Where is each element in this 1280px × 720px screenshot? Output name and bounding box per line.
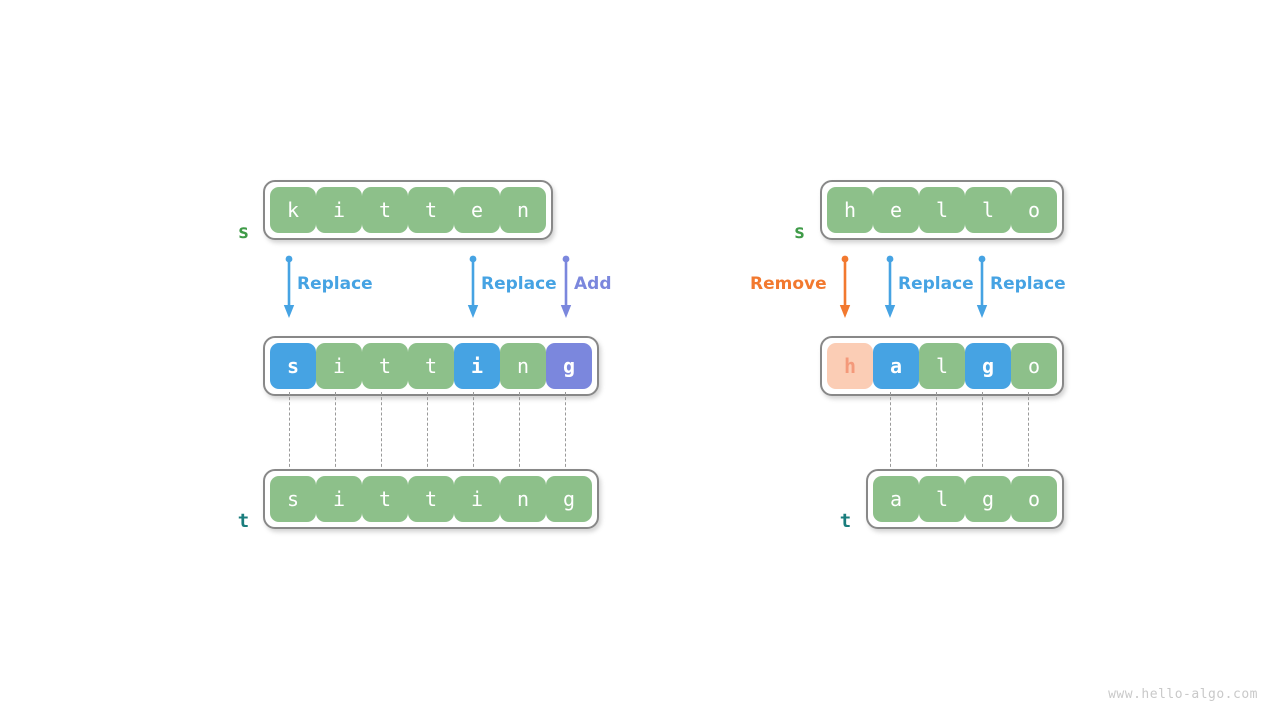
char-cell: k [270,187,316,233]
operation-arrow-replace-3 [884,255,896,319]
char-cell: n [500,476,546,522]
right-target-varname: t [839,510,852,532]
connector-line [890,392,891,472]
char-cell: e [454,187,500,233]
char-cell: o [1011,187,1057,233]
char-cell: o [1011,476,1057,522]
char-cell: i [316,476,362,522]
site-watermark: www.hello-algo.com [1108,687,1258,702]
operation-label-replace-2: Replace [481,274,557,294]
char-cell: i [316,343,362,389]
char-cell: i [454,343,500,389]
operation-arrow-replace-1 [283,255,295,319]
char-cell: s [270,343,316,389]
left-source-string: k i t t e n [263,180,553,240]
char-cell: t [362,343,408,389]
operation-label-replace-1: Replace [297,274,373,294]
connector-line [936,392,937,472]
char-cell: i [316,187,362,233]
right-source-varname: s [793,221,806,243]
char-cell: l [919,343,965,389]
operation-arrow-replace-4 [976,255,988,319]
char-cell: n [500,343,546,389]
char-cell: t [408,343,454,389]
connector-line [473,392,474,472]
operation-arrow-remove [839,255,851,319]
left-work-string: s i t t i n g [263,336,599,396]
char-cell: s [270,476,316,522]
char-cell: g [546,476,592,522]
operation-label-remove: Remove [750,274,827,294]
char-cell: n [500,187,546,233]
connector-line [427,392,428,472]
connector-line [289,392,290,472]
connector-line [1028,392,1029,472]
char-cell: g [546,343,592,389]
char-cell: t [408,476,454,522]
right-work-string: h a l g o [820,336,1064,396]
char-cell: g [965,476,1011,522]
connector-line [335,392,336,472]
char-cell: i [454,476,500,522]
connector-line [519,392,520,472]
char-cell-removed: h [827,343,873,389]
right-target-string: a l g o [866,469,1064,529]
char-cell: a [873,343,919,389]
char-cell: l [919,187,965,233]
char-cell: e [873,187,919,233]
connector-line [565,392,566,472]
left-target-string: s i t t i n g [263,469,599,529]
operation-label-replace-3: Replace [898,274,974,294]
left-target-varname: t [237,510,250,532]
operation-arrow-replace-2 [467,255,479,319]
operation-label-add: Add [574,274,612,294]
char-cell: l [965,187,1011,233]
char-cell: o [1011,343,1057,389]
operation-arrow-add [560,255,572,319]
connector-line [982,392,983,472]
char-cell: t [362,187,408,233]
char-cell: g [965,343,1011,389]
left-source-varname: s [237,221,250,243]
connector-line [381,392,382,472]
char-cell: t [408,187,454,233]
operation-label-replace-4: Replace [990,274,1066,294]
right-source-string: h e l l o [820,180,1064,240]
char-cell: t [362,476,408,522]
char-cell: h [827,187,873,233]
char-cell: l [919,476,965,522]
char-cell: a [873,476,919,522]
